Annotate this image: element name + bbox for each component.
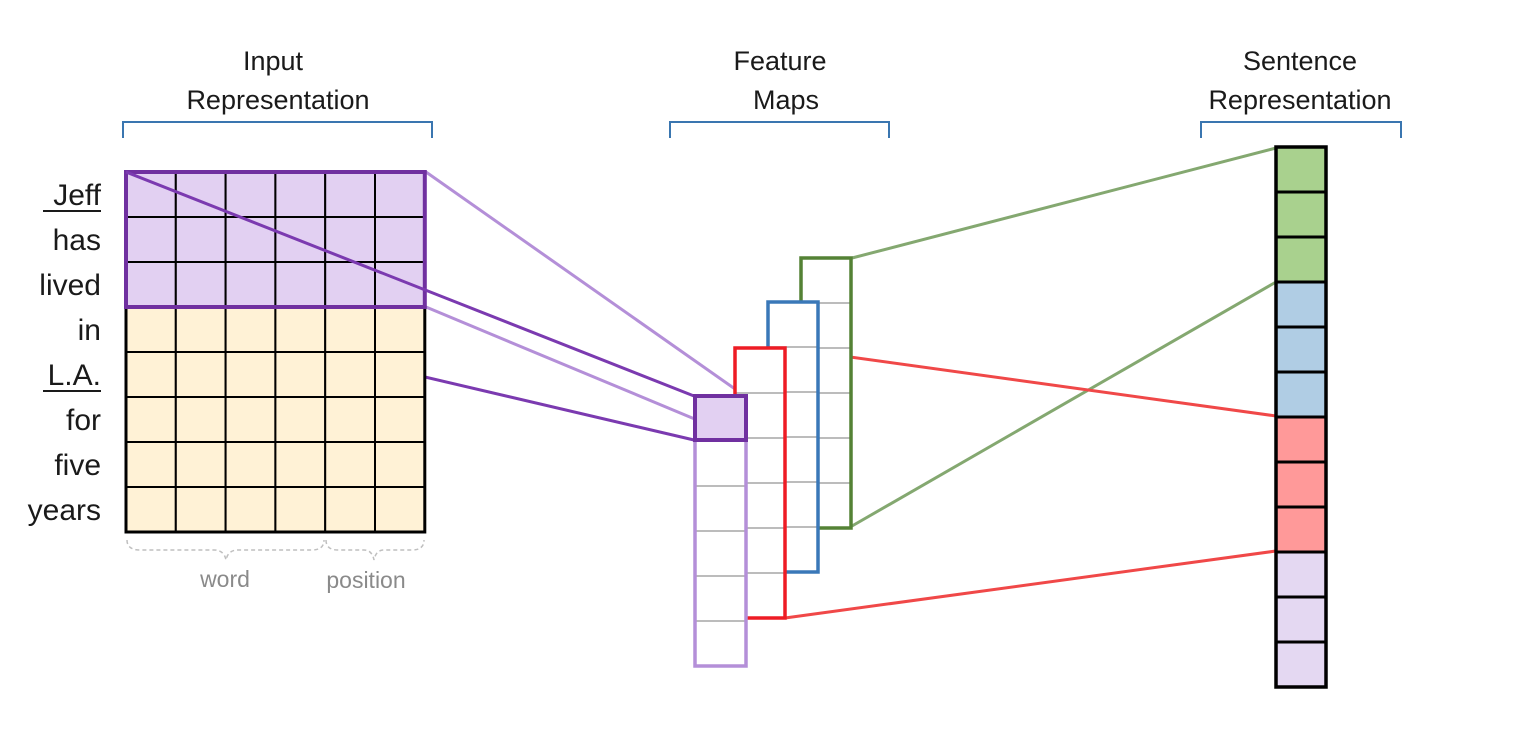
input-matrix	[124, 170, 695, 534]
sentence-bracket	[1200, 121, 1402, 138]
sentence-vector-cell	[1274, 415, 1328, 464]
input-cell	[324, 396, 377, 443]
sentence-vector-cell	[1274, 190, 1328, 239]
input-cell	[174, 441, 227, 488]
connector-light-bottom	[425, 305, 746, 442]
window-cell	[174, 216, 227, 263]
sentence-header-line1: Sentence	[1243, 46, 1357, 76]
window-cell	[125, 216, 177, 263]
input-cell	[274, 396, 327, 443]
window-cell	[125, 261, 177, 308]
input-cell	[174, 396, 227, 443]
connector-red-top	[784, 346, 1277, 418]
word-sublabel: word	[199, 566, 250, 592]
input-cell	[224, 396, 277, 443]
input-cell	[324, 306, 377, 353]
window-cell	[324, 261, 377, 308]
convolution-window	[124, 170, 427, 309]
input-cell	[125, 396, 177, 443]
window-cell	[374, 261, 426, 308]
input-bracket	[122, 121, 433, 138]
input-cell	[224, 306, 277, 353]
sentence-vector	[1274, 145, 1328, 689]
input-cell	[125, 306, 177, 353]
sentence-vector-border	[1274, 145, 1328, 689]
sentence-vector-cell	[1274, 640, 1328, 689]
window-cell	[374, 216, 426, 263]
word-label: for	[66, 404, 101, 437]
word-label: in	[78, 314, 101, 347]
word-label: lived	[39, 269, 101, 302]
feature-bracket	[669, 121, 890, 138]
input-cell	[324, 351, 377, 398]
connector-green-top	[851, 146, 1277, 260]
position-brace	[325, 539, 425, 561]
input-cell	[374, 306, 426, 353]
input-cell	[174, 486, 227, 533]
window-cell	[125, 171, 177, 218]
window-cell	[324, 216, 377, 263]
window-cell	[274, 261, 327, 308]
input-cell	[125, 486, 177, 533]
feature-map-purple-active-cell	[693, 394, 748, 442]
input-cell	[374, 441, 426, 488]
input-header-line2: Representation	[186, 85, 369, 115]
input-cell	[374, 396, 426, 443]
feature-map-purple	[693, 394, 748, 668]
connector-red-bottom	[784, 549, 1277, 620]
sentence-vector-cell	[1274, 145, 1328, 194]
word-label: has	[53, 224, 101, 257]
sentence-vector-cell	[1274, 460, 1328, 509]
window-cell	[274, 171, 327, 218]
window-cell	[224, 171, 277, 218]
input-cell	[274, 351, 327, 398]
sentence-header-line2: Representation	[1208, 85, 1391, 115]
input-cell	[174, 351, 227, 398]
window-line-dark	[125, 170, 695, 398]
input-cell	[374, 351, 426, 398]
position-sublabel: position	[326, 567, 405, 593]
input-cell	[224, 486, 277, 533]
feature-header-line2: Maps	[753, 85, 819, 115]
word-labels: Jeff has lived inL.A. for five years	[28, 179, 102, 527]
input-cell	[125, 351, 177, 398]
input-cell	[374, 486, 426, 533]
connector-green-bottom	[851, 280, 1277, 528]
connector-light-top	[425, 170, 746, 398]
sentence-vector-cell	[1274, 235, 1328, 284]
sentence-vector-cell	[1274, 595, 1328, 644]
word-label: L.A.	[48, 359, 101, 392]
input-cell	[274, 306, 327, 353]
input-cell	[224, 351, 277, 398]
window-cell	[374, 171, 426, 218]
input-cell	[174, 306, 227, 353]
word-label: five	[54, 449, 101, 482]
feature-maps	[693, 256, 853, 668]
sentence-vector-cell	[1274, 550, 1328, 599]
input-cell	[224, 441, 277, 488]
input-cell	[324, 486, 377, 533]
window-cell	[224, 261, 277, 308]
sentence-vector-cell	[1274, 505, 1328, 554]
sentence-vector-cell	[1274, 325, 1328, 374]
window-cell	[224, 216, 277, 263]
sentence-vector-cell	[1274, 280, 1328, 329]
window-cell	[174, 261, 227, 308]
window-cell	[324, 171, 377, 218]
input-cell	[274, 441, 327, 488]
input-cell	[324, 441, 377, 488]
sentence-vector-cell	[1274, 370, 1328, 419]
word-label: years	[28, 494, 101, 527]
word-brace	[126, 539, 325, 561]
input-cell	[125, 441, 177, 488]
feature-header-line1: Feature	[733, 46, 826, 76]
word-label: Jeff	[53, 179, 101, 212]
input-cell	[274, 486, 327, 533]
input-header-line1: Input	[243, 46, 304, 76]
